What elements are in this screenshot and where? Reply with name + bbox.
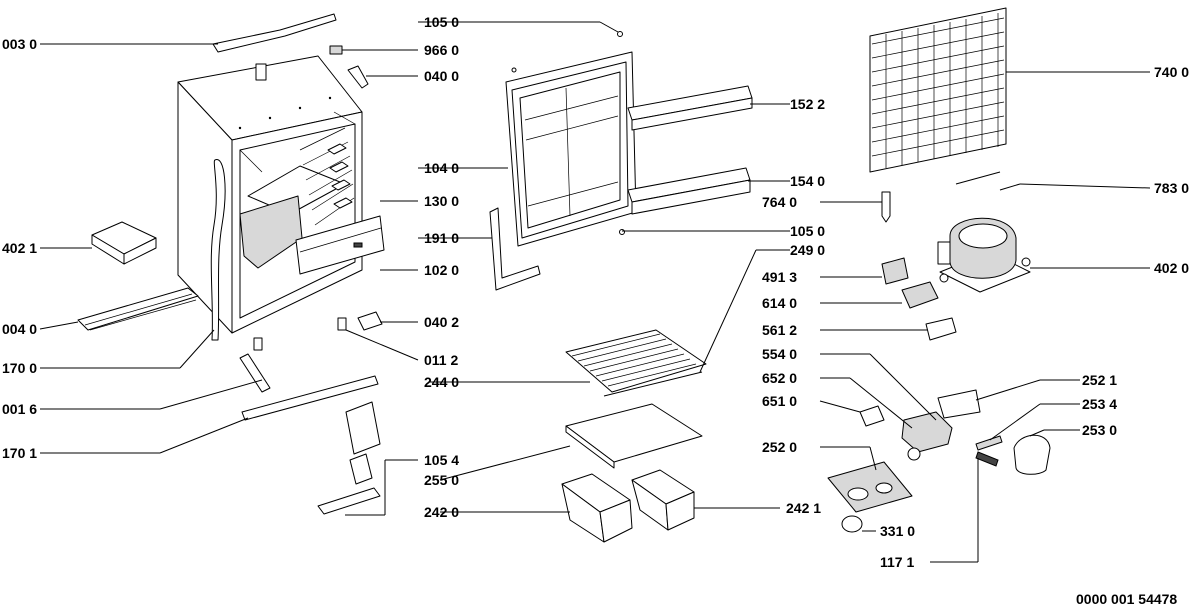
callout-783-0: 783 0 [1154, 180, 1189, 196]
overload-protector [925, 317, 957, 341]
compressor [937, 217, 1031, 293]
crisper-left [561, 473, 633, 543]
callout-152-2: 152 2 [790, 96, 825, 112]
lamp-cover-plate [937, 389, 981, 419]
door-shelf-154 [627, 167, 751, 215]
callout-249-0: 249 0 [790, 242, 825, 258]
spring-part [975, 435, 1003, 451]
thermostat-knob-shaft [859, 405, 885, 427]
callout-252-0: 252 0 [762, 439, 797, 455]
callout-402-1: 402 1 [2, 240, 37, 256]
callout-244-0: 244 0 [424, 374, 459, 390]
callout-253-4: 253 4 [1082, 396, 1117, 412]
callout-191-0: 191 0 [424, 230, 459, 246]
top-plate [212, 13, 337, 53]
glass-shelf [565, 403, 703, 469]
callout-252-1: 252 1 [1082, 372, 1117, 388]
drawing-number: 0000 001 54478 [1076, 591, 1177, 607]
callout-105-4: 105 4 [424, 452, 459, 468]
lamp-housing [827, 461, 913, 513]
leader-lines [39, 21, 1151, 563]
hinge-bracket [347, 65, 369, 89]
door-handle-profile [489, 207, 541, 291]
callout-001-6: 001 6 [2, 401, 37, 417]
door-shelf-152 [627, 85, 753, 131]
bulb-socket [975, 451, 999, 467]
callout-491-3: 491 3 [762, 269, 797, 285]
callout-561-2: 561 2 [762, 322, 797, 338]
callout-102-0: 102 0 [424, 262, 459, 278]
callout-011-2: 011 2 [424, 352, 458, 368]
callout-004-0: 004 0 [2, 321, 37, 337]
callout-105-0-top: 105 0 [424, 14, 459, 30]
callout-652-0: 652 0 [762, 370, 797, 386]
lamp-cover [1013, 434, 1051, 475]
callout-105-0-door: 105 0 [790, 223, 825, 239]
callout-003-0: 003 0 [2, 36, 37, 52]
callout-966-0: 966 0 [424, 42, 459, 58]
callout-614-0: 614 0 [762, 295, 797, 311]
callout-170-1: 170 1 [2, 445, 37, 461]
callout-labels: 003 0 402 1 004 0 170 0 001 6 170 1 105 … [2, 14, 1189, 607]
callout-040-0: 040 0 [424, 68, 459, 84]
callout-740-0: 740 0 [1154, 64, 1189, 80]
cabinet [177, 55, 385, 351]
callout-554-0: 554 0 [762, 346, 797, 362]
condenser-coil [869, 7, 1007, 185]
callout-331-0: 331 0 [880, 523, 915, 539]
callout-040-2: 040 2 [424, 314, 459, 330]
callout-242-1: 242 1 [786, 500, 821, 516]
hinge-kit [317, 401, 386, 516]
callout-104-0: 104 0 [424, 160, 459, 176]
thermostat [901, 411, 953, 453]
callout-130-0: 130 0 [424, 193, 459, 209]
door-bracket [239, 353, 271, 393]
lower-hinge [357, 311, 383, 331]
callout-253-0: 253 0 [1082, 422, 1117, 438]
callout-402-0: 402 0 [1154, 260, 1189, 276]
crisper-right [631, 469, 695, 531]
thermostat-knob [841, 515, 863, 533]
callout-255-0: 255 0 [424, 472, 459, 488]
base-strip [241, 375, 379, 421]
callout-117-1: 117 1 [880, 554, 914, 570]
relay [901, 281, 939, 309]
wire-shelf [565, 329, 707, 397]
bottom-rail [77, 287, 199, 331]
callout-170-0: 170 0 [2, 360, 37, 376]
callout-651-0: 651 0 [762, 393, 797, 409]
callout-242-0: 242 0 [424, 504, 459, 520]
hinge-part [329, 45, 343, 55]
callout-154-0: 154 0 [790, 173, 825, 189]
door [505, 51, 637, 247]
relay-cover [881, 257, 909, 285]
drier-filter [881, 191, 891, 223]
callout-764-0: 764 0 [762, 194, 797, 210]
